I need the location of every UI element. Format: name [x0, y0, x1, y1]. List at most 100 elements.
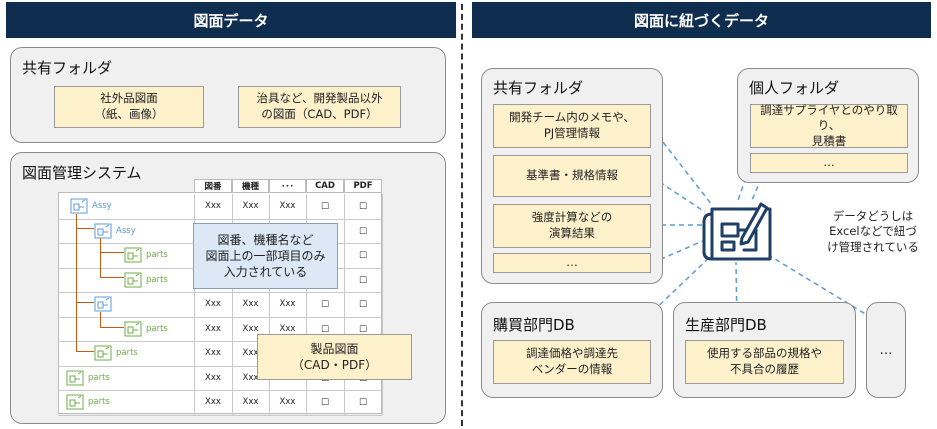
checkbox[interactable]: □: [358, 397, 368, 408]
purchasing-db-title: 購買部門DB: [493, 316, 575, 334]
tree-item[interactable]: Assy: [70, 197, 112, 215]
grid-line: [194, 194, 195, 415]
right-shared-folder-title: 共有フォルダ: [493, 79, 584, 97]
drawing-file-icon: [124, 321, 142, 336]
checkbox[interactable]: □: [358, 299, 368, 310]
tree-connector: [76, 253, 77, 303]
grid-line: [58, 390, 382, 391]
grid-line: [58, 218, 382, 220]
checkbox[interactable]: □: [320, 299, 330, 310]
tree-item[interactable]: [94, 295, 116, 313]
purchasing-info-note: 調達価格や調達先 ベンダーの情報: [493, 340, 651, 384]
partial-input-callout: 図番、機種名など 図面上の一部項目のみ 入力されている: [193, 223, 338, 289]
table-cell: Xxx: [242, 397, 259, 408]
grid-line: [58, 316, 382, 318]
tree-connector: [100, 312, 101, 327]
tree-item[interactable]: parts: [66, 393, 110, 411]
jig-drawings-note: 治具など、開発製品以外 の図面（CAD、PDF）: [238, 86, 401, 128]
personal-folder-title: 個人フォルダ: [749, 79, 840, 97]
tree-item[interactable]: parts: [124, 320, 168, 338]
tree-item[interactable]: parts: [124, 246, 168, 264]
drawing-file-icon: [94, 296, 112, 312]
more-db-panel: …: [866, 302, 906, 398]
checkbox[interactable]: □: [358, 274, 368, 285]
section-divider: [461, 4, 463, 426]
tree-item-label: parts: [88, 397, 110, 407]
table-cell: Xxx: [279, 201, 296, 212]
tree-connector: [100, 327, 124, 328]
more-db-label: …: [879, 342, 893, 358]
grid-line: [58, 292, 382, 293]
grid-line: [58, 365, 382, 367]
calc-results-note: 強度計算などの 演算結果: [493, 204, 651, 248]
external-drawings-note: 社外品図面 （紙、画像）: [54, 86, 204, 128]
checkbox[interactable]: □: [358, 225, 368, 236]
checkbox[interactable]: □: [320, 397, 330, 408]
grid-line: [58, 341, 382, 342]
shared-more-note: …: [493, 253, 651, 273]
tree-connector: [76, 302, 94, 303]
column-header: 図番: [194, 179, 232, 193]
checkbox[interactable]: □: [358, 201, 368, 212]
table-cell: Xxx: [279, 299, 296, 310]
tree-connector: [100, 277, 124, 278]
table-cell: Xxx: [279, 323, 296, 334]
grid-line: [306, 194, 307, 415]
table-cell: Xxx: [242, 323, 259, 334]
table-cell: Xxx: [205, 323, 221, 334]
grid-line: [58, 414, 382, 416]
production-db-title: 生産部門DB: [685, 316, 767, 334]
grid-line: [232, 194, 233, 415]
product-drawing-note: 製品図面 （CAD・PDF）: [257, 334, 412, 380]
checkbox[interactable]: □: [358, 250, 368, 261]
tree-item-label: parts: [146, 250, 168, 260]
checkbox[interactable]: □: [320, 201, 330, 212]
excel-link-annotation: データどうしは Excelなどで紐づ け管理されている: [817, 202, 929, 262]
right-banner: 図面に紐づくデータ: [472, 2, 931, 38]
table-cell: Xxx: [205, 299, 221, 310]
table-cell: Xxx: [205, 348, 221, 359]
tree-item-label: parts: [146, 274, 168, 285]
tree-item-label: parts: [88, 372, 110, 383]
table-cell: Xxx: [242, 201, 259, 212]
tree-item-label: parts: [146, 323, 168, 334]
tree-connector: [76, 351, 94, 352]
checkbox[interactable]: □: [358, 323, 368, 334]
drawing-file-icon: [94, 345, 112, 361]
tree-item-label: parts: [116, 348, 138, 358]
tree-item[interactable]: parts: [124, 271, 168, 289]
column-header: PDF: [344, 179, 382, 193]
table-cell: Xxx: [242, 299, 259, 310]
tree-item-label: Assy: [92, 201, 112, 211]
tree-item[interactable]: parts: [94, 344, 138, 362]
tree-connector: [76, 214, 77, 253]
connector-line: [769, 255, 873, 319]
personal-more-note: …: [750, 153, 908, 173]
drawing-file-icon: [94, 223, 112, 238]
team-memo-note: 開発チーム内のメモや、 PJ管理情報: [493, 104, 651, 148]
drawing-file-icon: [66, 370, 84, 385]
production-info-note: 使用する部品の規格や 不具合の履歴: [685, 340, 844, 384]
drawing-file-icon: [124, 272, 142, 287]
tree-item-label: Assy: [116, 225, 136, 236]
drawing-file-icon: [124, 247, 142, 263]
table-cell: Xxx: [205, 372, 221, 383]
tree-connector: [76, 228, 94, 229]
drawing-file-icon: [66, 394, 84, 410]
drawing-system-title: 図面管理システム: [22, 164, 142, 182]
grid-line: [269, 194, 270, 415]
tree-item[interactable]: Assy: [94, 222, 136, 240]
tree-connector: [100, 252, 124, 253]
table-cell: Xxx: [242, 348, 259, 359]
supplier-quote-note: 調達サプライヤとのやり取り、 見積書: [750, 103, 908, 148]
tree-item[interactable]: parts: [66, 369, 110, 387]
table-cell: Xxx: [279, 397, 296, 408]
column-header: CAD: [306, 179, 344, 193]
connector-line: [751, 119, 787, 201]
checkbox[interactable]: □: [320, 323, 330, 334]
table-cell: Xxx: [242, 372, 259, 383]
drawing-file-icon: [70, 198, 88, 214]
grid-line: [382, 194, 383, 415]
connector-line: [651, 127, 713, 206]
